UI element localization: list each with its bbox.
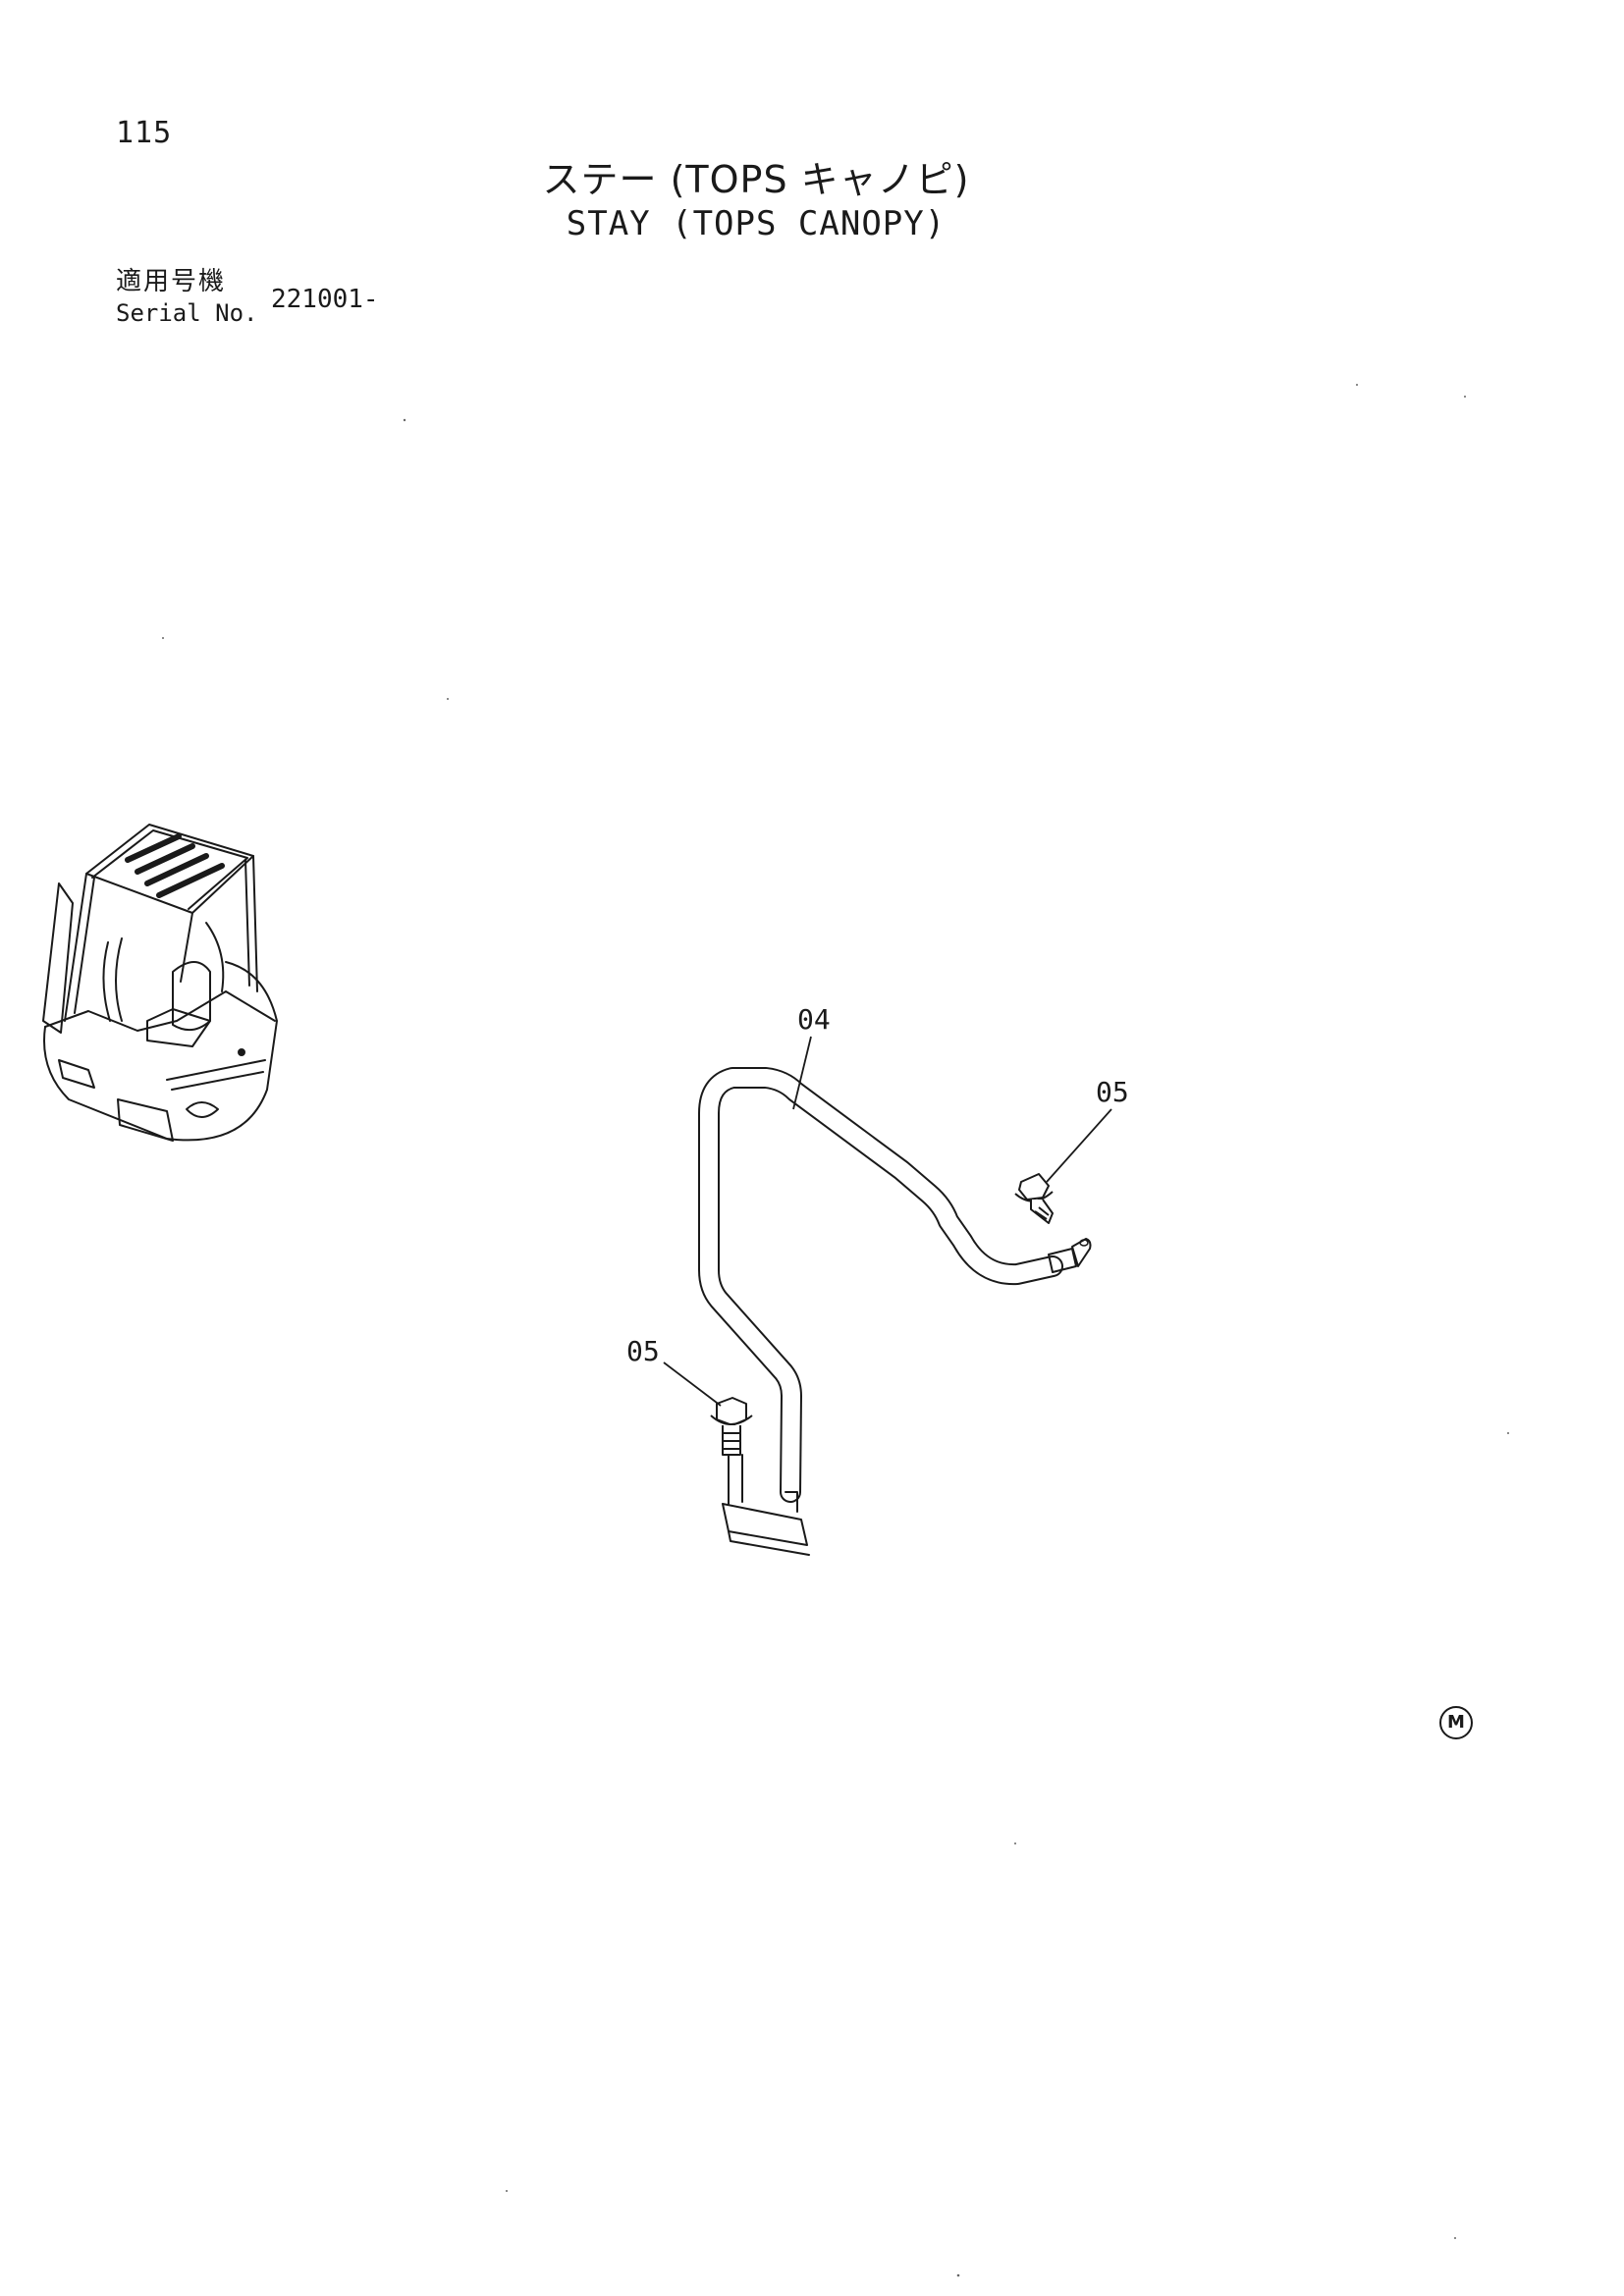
callout-bolt-lower: 05 [626,1335,660,1367]
scan-specks [162,384,1509,2277]
title-english: STAY (TOPS CANOPY) [566,204,947,243]
page-title: ステー (TOPS キャノピ) STAY (TOPS CANOPY) [530,157,982,245]
page-number: 115 [116,116,173,150]
registered-mark-icon: M [1439,1706,1473,1739]
title-japanese: ステー (TOPS キャノピ) [542,158,970,201]
bolt-upper [1014,1173,1054,1224]
serial-label: 適用号機 Serial No. [116,265,258,328]
machine-overview-illustration [42,824,278,1142]
callout-bolt-upper: 05 [1096,1076,1129,1108]
stay-tube [698,1067,1092,1556]
callout-stay: 04 [797,1003,831,1036]
leader-lines [663,1036,1112,1407]
serial-label-japanese: 適用号機 [116,267,227,296]
bolt-lower [710,1397,753,1456]
serial-number-value: 221001- [271,285,379,314]
serial-label-english: Serial No. [116,299,258,327]
